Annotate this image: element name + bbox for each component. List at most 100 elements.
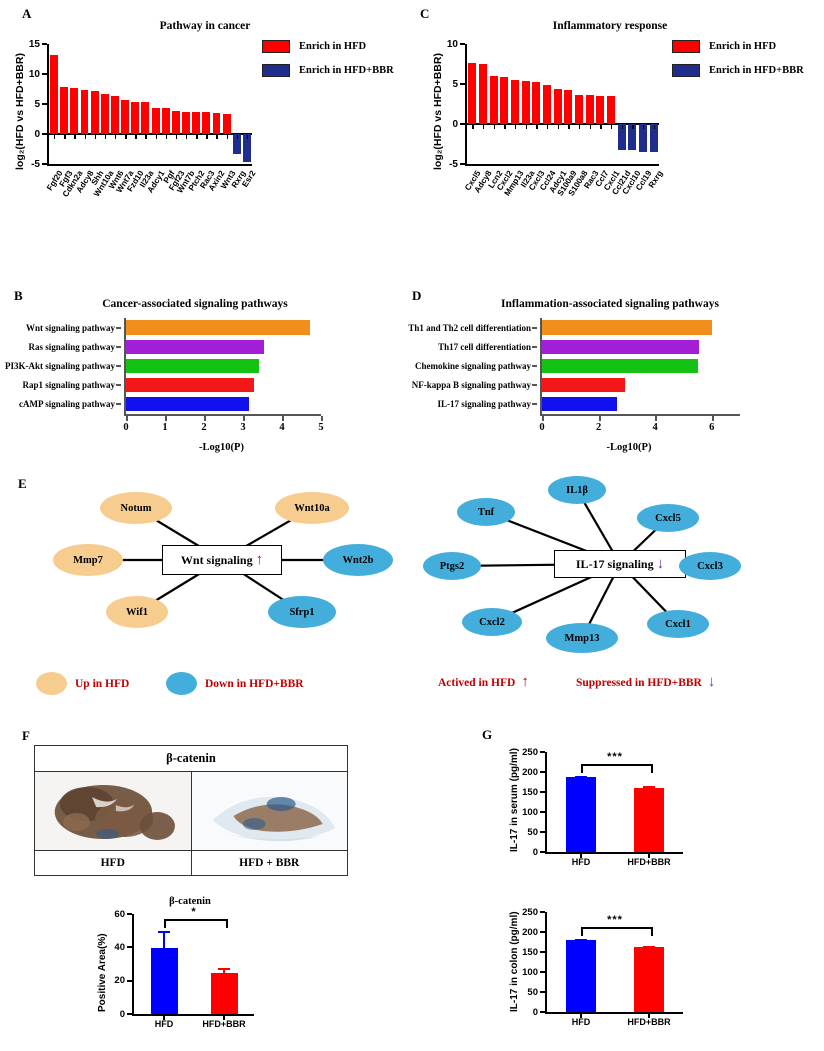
x-axis xyxy=(545,1012,683,1014)
bar xyxy=(192,112,201,134)
bar xyxy=(212,112,221,134)
y-tick: 10 xyxy=(29,68,47,80)
error-bar-stem xyxy=(163,931,165,949)
y-axis-label: IL-17 signaling pathway xyxy=(437,399,538,409)
bar xyxy=(161,108,170,134)
network-node: Cxcl2 xyxy=(462,608,522,636)
legend-swatch-bbr xyxy=(672,64,700,77)
y-tick: -5 xyxy=(449,158,465,170)
bar xyxy=(542,85,552,124)
y-tick-label: 150 xyxy=(522,786,538,798)
y-axis-label: Rap1 signaling pathway xyxy=(22,380,122,390)
x-tick-label: 2 xyxy=(201,422,207,433)
y-tick: 5 xyxy=(452,78,465,90)
tick-mark xyxy=(540,991,545,993)
x-tick xyxy=(216,135,218,139)
legend-label-bbr: Enrich in HFD+BBR xyxy=(709,65,804,76)
x-tick xyxy=(504,125,506,129)
y-tick: 0 xyxy=(452,118,465,130)
tick-mark xyxy=(460,163,465,165)
x-tick xyxy=(648,1014,650,1018)
legend-row-bbr: Enrich in HFD+BBR xyxy=(672,64,804,77)
legend-row-bbr: Enrich in HFD+BBR xyxy=(262,64,394,77)
y-tick: 60 xyxy=(114,908,132,920)
bar xyxy=(126,358,260,374)
network-node: Cxcl5 xyxy=(637,504,699,532)
tick-mark xyxy=(460,123,465,125)
x-tick xyxy=(74,135,76,139)
x-axis xyxy=(132,1014,254,1016)
tick-mark xyxy=(540,831,545,833)
y-tick: 40 xyxy=(114,941,132,953)
bar xyxy=(141,102,150,134)
x-tick-label: 3 xyxy=(240,422,246,433)
y-axis-label: Th17 cell differentiation xyxy=(438,342,538,352)
bar xyxy=(210,972,238,1014)
x-tick xyxy=(536,125,538,129)
hub-node: Wnt signaling↑ xyxy=(162,545,282,575)
x-tick xyxy=(483,125,485,129)
x-tick xyxy=(125,135,127,139)
bar xyxy=(111,95,119,134)
y-axis xyxy=(132,914,134,1014)
network-node: Sfrp1 xyxy=(268,596,336,628)
bar xyxy=(532,81,541,124)
tick-mark xyxy=(540,811,545,813)
panel-a-title: Pathway in cancer xyxy=(159,20,251,32)
x-tick xyxy=(611,125,613,129)
x-tick xyxy=(165,416,167,421)
y-tick-label: 60 xyxy=(114,908,125,920)
x-axis-label: HFD xyxy=(571,1017,591,1027)
bar xyxy=(126,397,250,412)
x-tick xyxy=(94,135,97,139)
x-tick xyxy=(204,416,206,421)
x-tick xyxy=(493,125,496,129)
y-tick: 100 xyxy=(522,806,545,818)
y-tick-label: 5 xyxy=(34,98,40,110)
panel-f-quant-ylabel: Positive Area(%) xyxy=(97,933,108,1012)
tick-mark xyxy=(540,931,545,933)
bar xyxy=(638,124,648,152)
bar xyxy=(649,124,658,152)
x-axis xyxy=(124,414,321,416)
y-tick-label: 250 xyxy=(522,906,538,918)
x-axis-label: HFD+BBR xyxy=(627,1017,671,1027)
legend-swatch-hfd xyxy=(262,40,290,53)
y-tick: 200 xyxy=(522,926,545,938)
x-tick xyxy=(653,125,656,129)
network-node: Mmp7 xyxy=(53,544,123,576)
hub-node: IL-17 signaling↓ xyxy=(554,550,686,578)
bar xyxy=(542,320,713,335)
bar xyxy=(242,134,251,162)
significance-marker: *** xyxy=(607,913,623,926)
suppressed-label: Suppressed in HFD+BBR xyxy=(576,676,702,689)
x-tick xyxy=(598,416,601,421)
panel-g-serum-ylabel: IL-17 in serum (pg/ml) xyxy=(509,748,520,852)
bar xyxy=(542,397,617,412)
x-tick xyxy=(525,125,528,129)
panel-f-label-row: HFD HFD + BBR xyxy=(35,850,347,875)
x-tick xyxy=(236,135,239,139)
x-tick xyxy=(643,125,645,129)
y-tick: 150 xyxy=(522,946,545,958)
error-bar-stem xyxy=(223,968,225,973)
panel-d-title: Inflammation-associated signaling pathwa… xyxy=(501,298,719,310)
x-tick xyxy=(711,416,714,421)
x-tick xyxy=(321,416,323,421)
x-tick-label: 6 xyxy=(709,422,715,433)
y-tick: 10 xyxy=(447,38,465,50)
panel-letter-e: E xyxy=(18,476,27,491)
x-tick-label: 4 xyxy=(652,422,658,433)
x-tick xyxy=(568,125,570,129)
x-tick xyxy=(580,854,582,858)
tick-mark xyxy=(540,791,545,793)
bar xyxy=(121,100,130,134)
panel-letter-f: F xyxy=(22,728,30,743)
bar xyxy=(553,88,562,124)
panel-f-label-hfd: HFD xyxy=(35,850,192,875)
x-axis-label: HFD xyxy=(571,857,591,867)
y-tick-label: -5 xyxy=(449,158,458,170)
x-tick-label: 0 xyxy=(539,422,545,433)
